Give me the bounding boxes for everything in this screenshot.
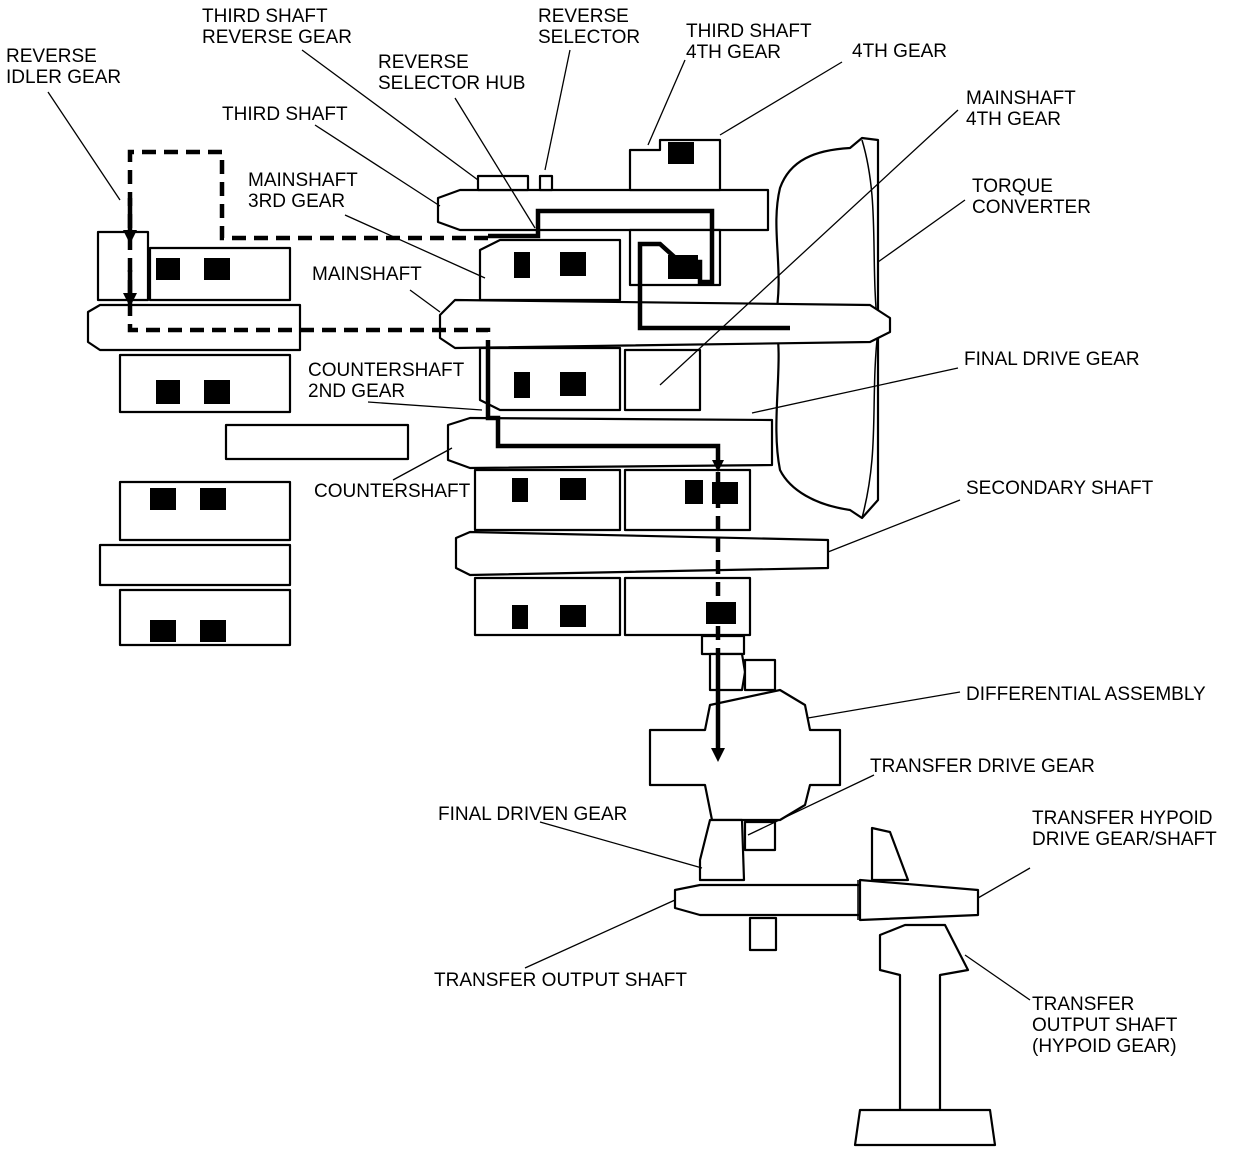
leader-lines [47,49,1031,1001]
transfer-drive-gear [698,818,777,882]
mainshaft [438,238,892,412]
differential-assembly [648,688,842,822]
label-final-drive-gear: FINAL DRIVE GEAR [964,349,1140,370]
label-countershaft: COUNTERSHAFT [314,481,471,502]
secondary-shaft [454,468,830,637]
label-differential-assembly: DIFFERENTIAL ASSEMBLY [966,684,1206,705]
label-transfer-drive-gear: TRANSFER DRIVE GEAR [870,756,1095,777]
transfer-output-shaft [673,883,862,952]
label-transfer-output-shaft: TRANSFER OUTPUT SHAFT [434,970,687,991]
left-mainshaft-section [86,230,410,461]
transfer-hypoid-drive-gear-shaft [857,826,980,922]
label-final-driven-gear: FINAL DRIVEN GEAR [438,804,627,825]
transfer-output-shaft-hypoid-gear [853,923,997,1147]
final-drive-gear [700,634,777,692]
label-4th-gear: 4TH GEAR [852,41,947,62]
left-secondary-section [98,480,292,647]
power-flow-dashed [123,149,721,650]
label-mainshaft: MAINSHAFT [312,264,422,285]
label-secondary-shaft: SECONDARY SHAFT [966,478,1154,499]
power-flow-solid [485,208,790,762]
countershaft [446,416,774,470]
label-third-shaft: THIRD SHAFT [222,104,348,125]
